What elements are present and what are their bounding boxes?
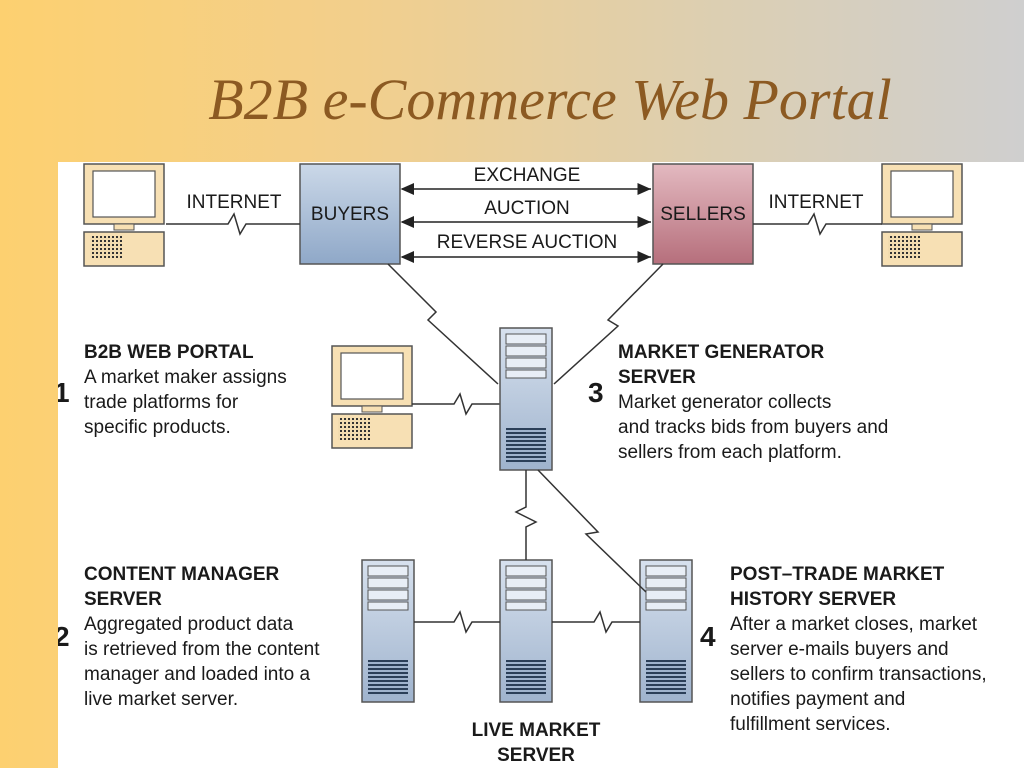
step3-number: 3 [588,377,604,408]
live-market-server-icon [499,559,553,703]
diagram-svg: BUYERS SELLERS INTERNET INTERNET EXCHANG… [58,163,987,766]
live-market-label: SERVER [497,745,575,766]
portal-computer-icon [331,345,413,449]
step2-heading: CONTENT MANAGER [84,564,280,585]
auction-label: AUCTION [484,198,570,219]
seller-computer-icon [881,163,963,267]
sellers-to-generator-link [553,263,664,385]
buyers-to-generator-link [387,263,499,385]
buyers-label: BUYERS [311,204,389,225]
exchange-label: EXCHANGE [474,165,581,186]
step2-heading: SERVER [84,589,162,610]
live-to-posttrade-link [552,610,640,634]
step3-heading: MARKET GENERATOR [618,342,824,363]
step3-line: sellers from each platform. [618,442,842,463]
internet-link-right [753,212,882,236]
step4-heading: HISTORY SERVER [730,589,896,610]
internet-label-right: INTERNET [769,192,864,213]
step2-line: live market server. [84,689,238,710]
step1-line: trade platforms for [84,392,239,413]
step2-line: Aggregated product data [84,614,294,635]
sellers-box [652,163,754,265]
step4-line: server e-mails buyers and [730,639,949,660]
step1-heading: B2B WEB PORTAL [84,342,254,363]
post-trade-server-icon [639,559,693,703]
step4-line: sellers to confirm transactions, [730,664,987,685]
portal-to-generator-link [412,392,500,416]
step3-heading: SERVER [618,367,696,388]
generator-to-posttrade-link [537,469,647,593]
step4-number: 4 [700,621,716,652]
internet-link-left [166,212,300,236]
generator-to-live-link [514,470,538,560]
internet-label-left: INTERNET [187,192,282,213]
sellers-label: SELLERS [660,204,746,225]
step4-heading: POST–TRADE MARKET [730,564,945,585]
diagram-panel: BUYERS SELLERS INTERNET INTERNET EXCHANG… [58,162,1024,768]
step4-line: notifies payment and [730,689,905,710]
step2-line: is retrieved from the content [84,639,320,660]
content-to-live-link [414,610,500,634]
step1-line: A market maker assigns [84,367,287,388]
buyer-computer-icon [83,163,165,267]
step3-line: and tracks bids from buyers and [618,417,888,438]
step2-line: manager and loaded into a [84,664,310,685]
step3-line: Market generator collects [618,392,831,413]
live-market-label: LIVE MARKET [472,720,601,741]
step1-number: 1 [58,377,70,408]
step1-line: specific products. [84,417,231,438]
market-generator-server-icon [499,327,553,471]
step2-number: 2 [58,621,70,652]
content-manager-server-icon [361,559,415,703]
slide-title: B2B e-Commerce Web Portal [208,67,892,132]
step4-line: After a market closes, market [730,614,978,635]
buyers-box [299,163,401,265]
reverse-auction-label: REVERSE AUCTION [437,232,618,253]
step4-line: fulfillment services. [730,714,891,735]
